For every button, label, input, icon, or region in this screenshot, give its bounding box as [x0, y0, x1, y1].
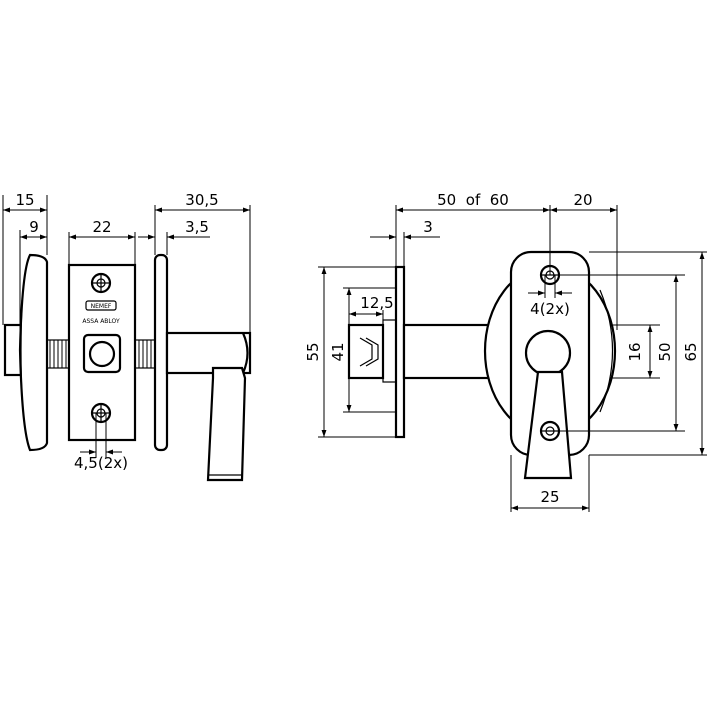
dim-9-label: 9 [29, 218, 39, 236]
dim-3-label: 3 [423, 218, 433, 236]
dim-22-label: 22 [92, 218, 111, 236]
brand-logo: NEMEF ASSA ABLOY [82, 300, 120, 325]
dim-16-label: 16 [626, 342, 644, 361]
right-bottom-screw [539, 420, 561, 442]
right-knob [524, 329, 572, 377]
left-spindle-hatch [46, 339, 70, 369]
left-spindle-hatch-right [134, 339, 156, 369]
left-top-screw [90, 272, 112, 294]
dim-41-label: 41 [329, 342, 347, 361]
left-view: NEMEF ASSA ABLOY [2, 191, 252, 482]
dim-50-label: 50 [656, 342, 674, 361]
right-thin-plate [394, 265, 406, 439]
left-lever-handle [206, 366, 247, 482]
dim-15-label: 15 [15, 191, 34, 209]
right-spindle-end [347, 323, 385, 380]
logo-brand-text: NEMEF [91, 303, 112, 310]
right-view: 50 of 60 20 3 12,5 55 41 4(2x) [304, 191, 707, 512]
dim-25-label: 25 [540, 488, 559, 506]
left-rosette [18, 253, 49, 452]
logo-sub-text: ASSA ABLOY [82, 318, 120, 325]
dim-12-5-label: 12,5 [360, 294, 393, 312]
right-flange [382, 319, 397, 383]
left-back-rosette [153, 253, 169, 452]
dim-hole-right-label: 4(2x) [530, 300, 570, 318]
dim-65-label: 65 [682, 342, 700, 361]
dim-55-label: 55 [304, 342, 322, 361]
dim-20-label: 20 [573, 191, 592, 209]
left-knob-shaft [165, 331, 252, 375]
left-bottom-screw [90, 402, 112, 424]
dim-3-5-label: 3,5 [185, 218, 209, 236]
dim-30-5-label: 30,5 [185, 191, 218, 209]
dim-hole-left-label: 4,5(2x) [74, 454, 128, 472]
dim-50-60-label: 50 of 60 [437, 191, 509, 209]
